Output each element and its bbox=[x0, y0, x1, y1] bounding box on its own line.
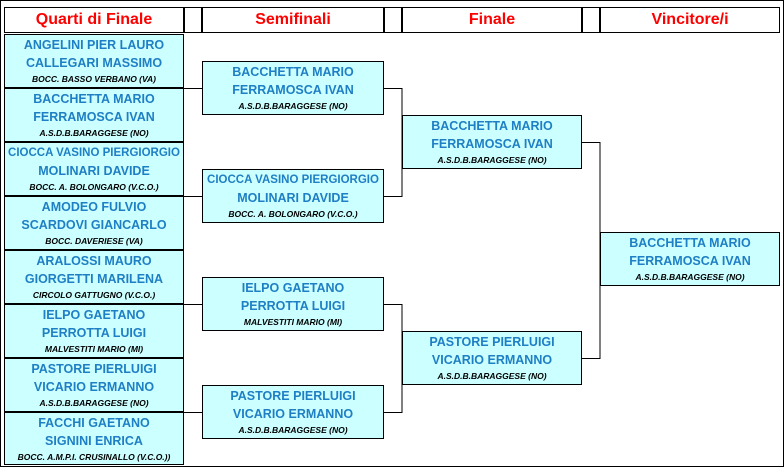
quarter-match-5: ARALOSSI MAURO GIORGETTI MARILENA CIRCOL… bbox=[4, 250, 184, 304]
player-name: VICARIO ERMANNO bbox=[33, 380, 155, 394]
club-name: BOCC. A.M.P.I. CRUSINALLO (V.C.O.)) bbox=[17, 451, 171, 462]
semi-match-2: CIOCCA VASINO PIERGIORGIO MOLINARI DAVID… bbox=[202, 169, 384, 223]
header-spacer bbox=[184, 7, 202, 33]
club-name: A.S.D.B.BARAGGESE (NO) bbox=[39, 128, 149, 138]
player-name: PASTORE PIERLUIGI bbox=[31, 362, 157, 376]
quarter-match-3: CIOCCA VASINO PIERGIORGIO MOLINARI DAVID… bbox=[4, 142, 184, 196]
club-name: MALVESTITI MARIO (MI) bbox=[243, 317, 343, 327]
player-name: ARALOSSI MAURO bbox=[36, 254, 152, 268]
club-name: BOCC. A. BOLONGARO (V.C.O.) bbox=[228, 209, 358, 219]
club-name: A.S.D.B.BARAGGESE (NO) bbox=[437, 155, 547, 165]
player-name: PERROTTA LUIGI bbox=[41, 326, 147, 340]
header-semifinali: Semifinali bbox=[202, 7, 384, 33]
player-name: CALLEGARI MASSIMO bbox=[25, 56, 163, 70]
player-name: FACCHI GAETANO bbox=[38, 415, 150, 430]
player-name: BACCHETTA MARIO bbox=[232, 65, 354, 79]
player-name: PERROTTA LUIGI bbox=[240, 299, 346, 313]
player-name: IELPO GAETANO bbox=[241, 281, 345, 295]
quarter-match-2: BACCHETTA MARIO FERRAMOSCA IVAN A.S.D.B.… bbox=[4, 88, 184, 142]
semi-match-3: IELPO GAETANO PERROTTA LUIGI MALVESTITI … bbox=[202, 277, 384, 331]
player-name: SCARDOVI GIANCARLO bbox=[21, 218, 167, 232]
player-name: FERRAMOSCA IVAN bbox=[232, 83, 354, 97]
header-spacer bbox=[582, 7, 600, 33]
quarter-match-8: FACCHI GAETANO SIGNINI ENRICA BOCC. A.M.… bbox=[4, 412, 184, 465]
quarter-match-1: ANGELINI PIER LAURO CALLEGARI MASSIMO BO… bbox=[4, 34, 184, 88]
semi-match-4: PASTORE PIERLUIGI VICARIO ERMANNO A.S.D.… bbox=[202, 385, 384, 439]
quarter-match-6: IELPO GAETANO PERROTTA LUIGI MALVESTITI … bbox=[4, 304, 184, 358]
final-match-2: PASTORE PIERLUIGI VICARIO ERMANNO A.S.D.… bbox=[402, 331, 582, 385]
player-name: IELPO GAETANO bbox=[42, 308, 146, 322]
header-spacer bbox=[384, 7, 402, 33]
final-match-1: BACCHETTA MARIO FERRAMOSCA IVAN A.S.D.B.… bbox=[402, 115, 582, 169]
player-name: FERRAMOSCA IVAN bbox=[629, 254, 751, 268]
player-name: BACCHETTA MARIO bbox=[431, 119, 553, 133]
club-name: BOCC. BASSO VERBANO (VA) bbox=[31, 74, 157, 84]
quarter-match-7: PASTORE PIERLUIGI VICARIO ERMANNO A.S.D.… bbox=[4, 358, 184, 412]
player-name: PASTORE PIERLUIGI bbox=[230, 389, 356, 403]
player-name: SIGNINI ENRICA bbox=[45, 433, 143, 448]
club-name: BOCC. DAVERIESE (VA) bbox=[45, 236, 143, 246]
player-name: BACCHETTA MARIO bbox=[33, 92, 155, 106]
club-name: A.S.D.B.BARAGGESE (NO) bbox=[437, 371, 547, 381]
player-name: BACCHETTA MARIO bbox=[629, 236, 751, 250]
header-vincitore: Vincitore/i bbox=[600, 7, 780, 33]
semi-match-1: BACCHETTA MARIO FERRAMOSCA IVAN A.S.D.B.… bbox=[202, 61, 384, 115]
player-name: VICARIO ERMANNO bbox=[232, 407, 354, 421]
player-name: GIORGETTI MARILENA bbox=[24, 272, 164, 286]
player-name: FERRAMOSCA IVAN bbox=[33, 110, 155, 124]
player-name: PASTORE PIERLUIGI bbox=[429, 335, 555, 349]
club-name: A.S.D.B.BARAGGESE (NO) bbox=[238, 425, 348, 435]
club-name: MALVESTITI MARIO (MI) bbox=[44, 344, 144, 354]
player-name: ANGELINI PIER LAURO bbox=[23, 38, 165, 52]
player-name: FERRAMOSCA IVAN bbox=[431, 137, 553, 151]
club-name: BOCC. A. BOLONGARO (V.C.O.) bbox=[29, 182, 159, 192]
club-name: A.S.D.B.BARAGGESE (NO) bbox=[39, 398, 149, 408]
player-name: MOLINARI DAVIDE bbox=[237, 191, 349, 205]
winner-box: BACCHETTA MARIO FERRAMOSCA IVAN A.S.D.B.… bbox=[600, 232, 780, 286]
player-name: CIOCCA VASINO PIERGIORGIO bbox=[207, 174, 379, 186]
header-finale: Finale bbox=[402, 7, 582, 33]
club-name: A.S.D.B.BARAGGESE (NO) bbox=[635, 272, 745, 282]
player-name: CIOCCA VASINO PIERGIORGIO bbox=[8, 147, 180, 159]
club-name: A.S.D.B.BARAGGESE (NO) bbox=[238, 101, 348, 111]
header-quarti: Quarti di Finale bbox=[4, 7, 184, 33]
quarter-match-4: AMODEO FULVIO SCARDOVI GIANCARLO BOCC. D… bbox=[4, 196, 184, 250]
club-name: CIRCOLO GATTUGNO (V.C.O.) bbox=[32, 290, 156, 300]
player-name: AMODEO FULVIO bbox=[41, 200, 147, 214]
player-name: VICARIO ERMANNO bbox=[431, 353, 553, 367]
player-name: MOLINARI DAVIDE bbox=[38, 164, 150, 178]
